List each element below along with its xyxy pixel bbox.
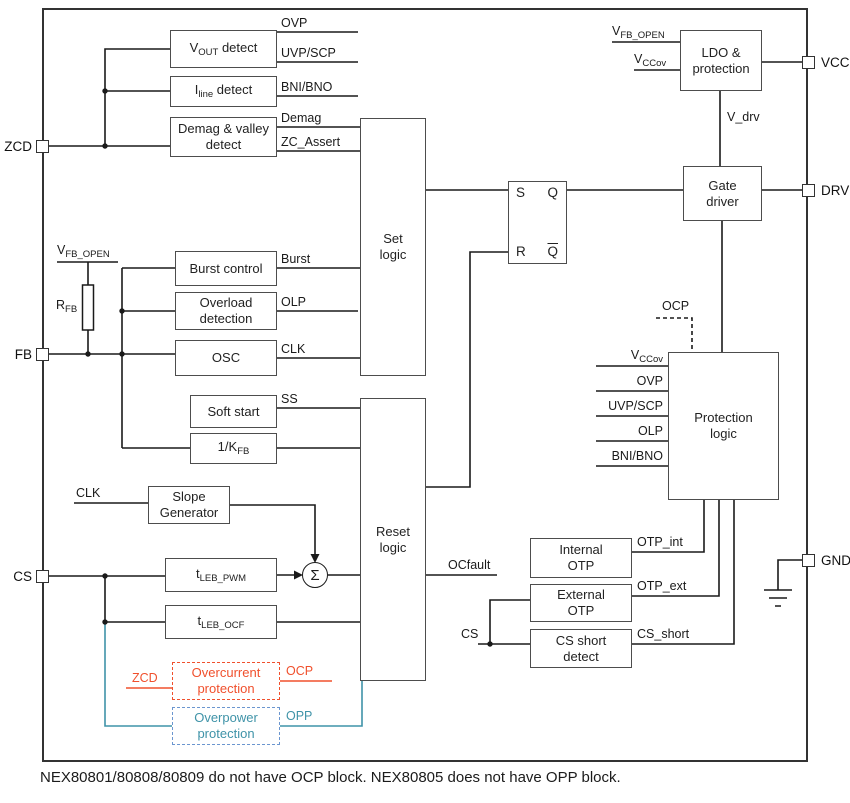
wire-cs-to-opp bbox=[104, 622, 172, 727]
soft-start-block: Soft start bbox=[190, 395, 277, 428]
wire-zcd-net bbox=[48, 48, 170, 147]
drv-pin bbox=[802, 184, 815, 197]
arrowheads bbox=[294, 554, 320, 580]
ocfault-label: OCfault bbox=[448, 558, 491, 572]
ldo-vccov-label: VCCov bbox=[634, 52, 667, 69]
prot-uvp-scp-label: UVP/SCP bbox=[608, 399, 663, 413]
wire-demag-zcassert bbox=[277, 126, 360, 152]
ovp-label: OVP bbox=[281, 16, 308, 30]
vfb-open-label: VFB_OPEN bbox=[57, 243, 110, 260]
cs-sense-label: CS bbox=[461, 627, 479, 641]
one-over-kfb-block: 1/KFB bbox=[190, 433, 277, 464]
osc-block: OSC bbox=[175, 340, 277, 376]
clk-label: CLK bbox=[281, 342, 306, 356]
wire-opp-to-reset bbox=[280, 681, 363, 727]
demag-label: Demag bbox=[281, 111, 322, 125]
rfb-label: RFB bbox=[56, 298, 78, 315]
wire-vfbopen-rfb bbox=[57, 261, 118, 354]
latch-r-input: R bbox=[516, 243, 526, 259]
ldo-protection-block: LDO &protection bbox=[680, 30, 762, 91]
wire-ocp-dashed bbox=[656, 317, 693, 352]
olp-label: OLP bbox=[281, 295, 307, 309]
tleb-ocf-block: tLEB_OCF bbox=[165, 605, 277, 639]
vout-detect-label: V bbox=[189, 39, 199, 55]
ss-label: SS bbox=[281, 392, 298, 406]
prot-vccov-label: VCCov bbox=[630, 348, 663, 365]
ldo-vfb-open-label: VFB_OPEN bbox=[612, 24, 665, 41]
sr-latch-block: S Q R Q bbox=[508, 181, 567, 264]
wire-ldo-inputs bbox=[612, 41, 680, 71]
wire-protection-input-stubs bbox=[596, 365, 668, 467]
iline-detect-block: Iline detect bbox=[170, 76, 277, 107]
prot-ovp-label: OVP bbox=[636, 374, 663, 388]
gnd-pin bbox=[802, 554, 815, 567]
zcd-red-label: ZCD bbox=[132, 671, 158, 685]
wire-gnd bbox=[777, 559, 802, 590]
wire-cs-short bbox=[632, 500, 735, 645]
gnd-pin-label: GND bbox=[821, 553, 850, 568]
chip-boundary bbox=[42, 8, 808, 762]
fb-pin-label: FB bbox=[14, 347, 32, 362]
wire-fb-net bbox=[48, 267, 190, 449]
iline-detect-label: I bbox=[194, 82, 199, 98]
v-drv-label: V_drv bbox=[727, 110, 760, 124]
zc-assert-label: ZC_Assert bbox=[281, 135, 341, 149]
wire-cs-sense bbox=[478, 599, 530, 645]
ocp-red-label: OCP bbox=[286, 664, 314, 678]
wire-reset-to-r bbox=[426, 251, 508, 488]
prot-olp-label: OLP bbox=[637, 424, 663, 438]
tleb-pwm-block: tLEB_PWM bbox=[165, 558, 277, 592]
uvp-scp-label: UVP/SCP bbox=[281, 46, 336, 60]
wire-ovp-uvp-bni-stubs bbox=[277, 31, 358, 97]
otp-int-label: OTP_int bbox=[637, 535, 683, 549]
summing-junction: Σ bbox=[302, 562, 328, 588]
latch-q-output: Q bbox=[547, 185, 558, 200]
opp-teal-label: OPP bbox=[286, 709, 313, 723]
wire-slope-to-sigma bbox=[230, 504, 316, 555]
vout-detect-block: VOUT detect bbox=[170, 30, 277, 68]
otp-ext-label: OTP_ext bbox=[637, 579, 687, 593]
clk-slope-label: CLK bbox=[76, 486, 101, 500]
resistor-rfb-symbol bbox=[81, 284, 95, 331]
latch-s-input: S bbox=[516, 185, 526, 200]
cs-pin-label: CS bbox=[13, 569, 32, 584]
vcc-pin-label: VCC bbox=[821, 55, 850, 70]
ocp-dashed-label: OCP bbox=[662, 299, 690, 313]
footnote: NEX80801/80808/80809 do not have OCP blo… bbox=[40, 769, 621, 786]
ground-symbol bbox=[764, 589, 792, 607]
fb-pin bbox=[36, 348, 49, 361]
drv-pin-label: DRV bbox=[821, 183, 850, 198]
burst-control-block: Burst control bbox=[175, 251, 277, 286]
bni-bno-label: BNI/BNO bbox=[281, 80, 333, 94]
wire-otp-int bbox=[632, 500, 705, 553]
zcd-pin-label: ZCD bbox=[4, 139, 32, 154]
wire-otp-ext bbox=[632, 500, 720, 597]
latch-qbar-output: Q bbox=[547, 243, 558, 259]
cs-pin bbox=[36, 570, 49, 583]
burst-label: Burst bbox=[281, 252, 311, 266]
cs-short-label: CS_short bbox=[637, 627, 690, 641]
junction-dots bbox=[85, 88, 493, 647]
zcd-pin bbox=[36, 140, 49, 153]
prot-bni-bno-label: BNI/BNO bbox=[611, 449, 663, 463]
vcc-pin bbox=[802, 56, 815, 69]
